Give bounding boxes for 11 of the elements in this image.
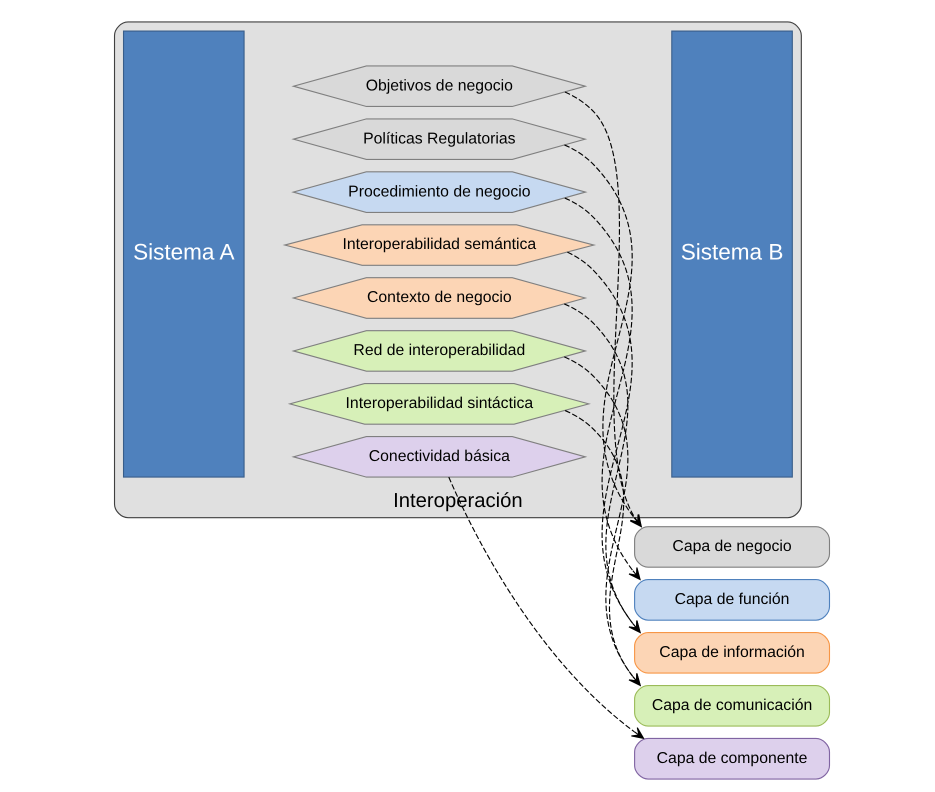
node-box: Capa de comunicación: [634, 684, 830, 727]
node-box: Sistema B: [671, 30, 793, 478]
node-box: Capa de información: [634, 632, 830, 674]
node-box: Sistema A: [122, 30, 245, 478]
node-box: Capa de función: [634, 579, 830, 621]
arrow: [564, 198, 641, 580]
arrow: [564, 303, 641, 633]
arrow: [448, 476, 644, 739]
node-box: Capa de componente: [634, 738, 830, 780]
arrow: [567, 252, 641, 633]
node-box: Capa de negocio: [634, 526, 830, 568]
